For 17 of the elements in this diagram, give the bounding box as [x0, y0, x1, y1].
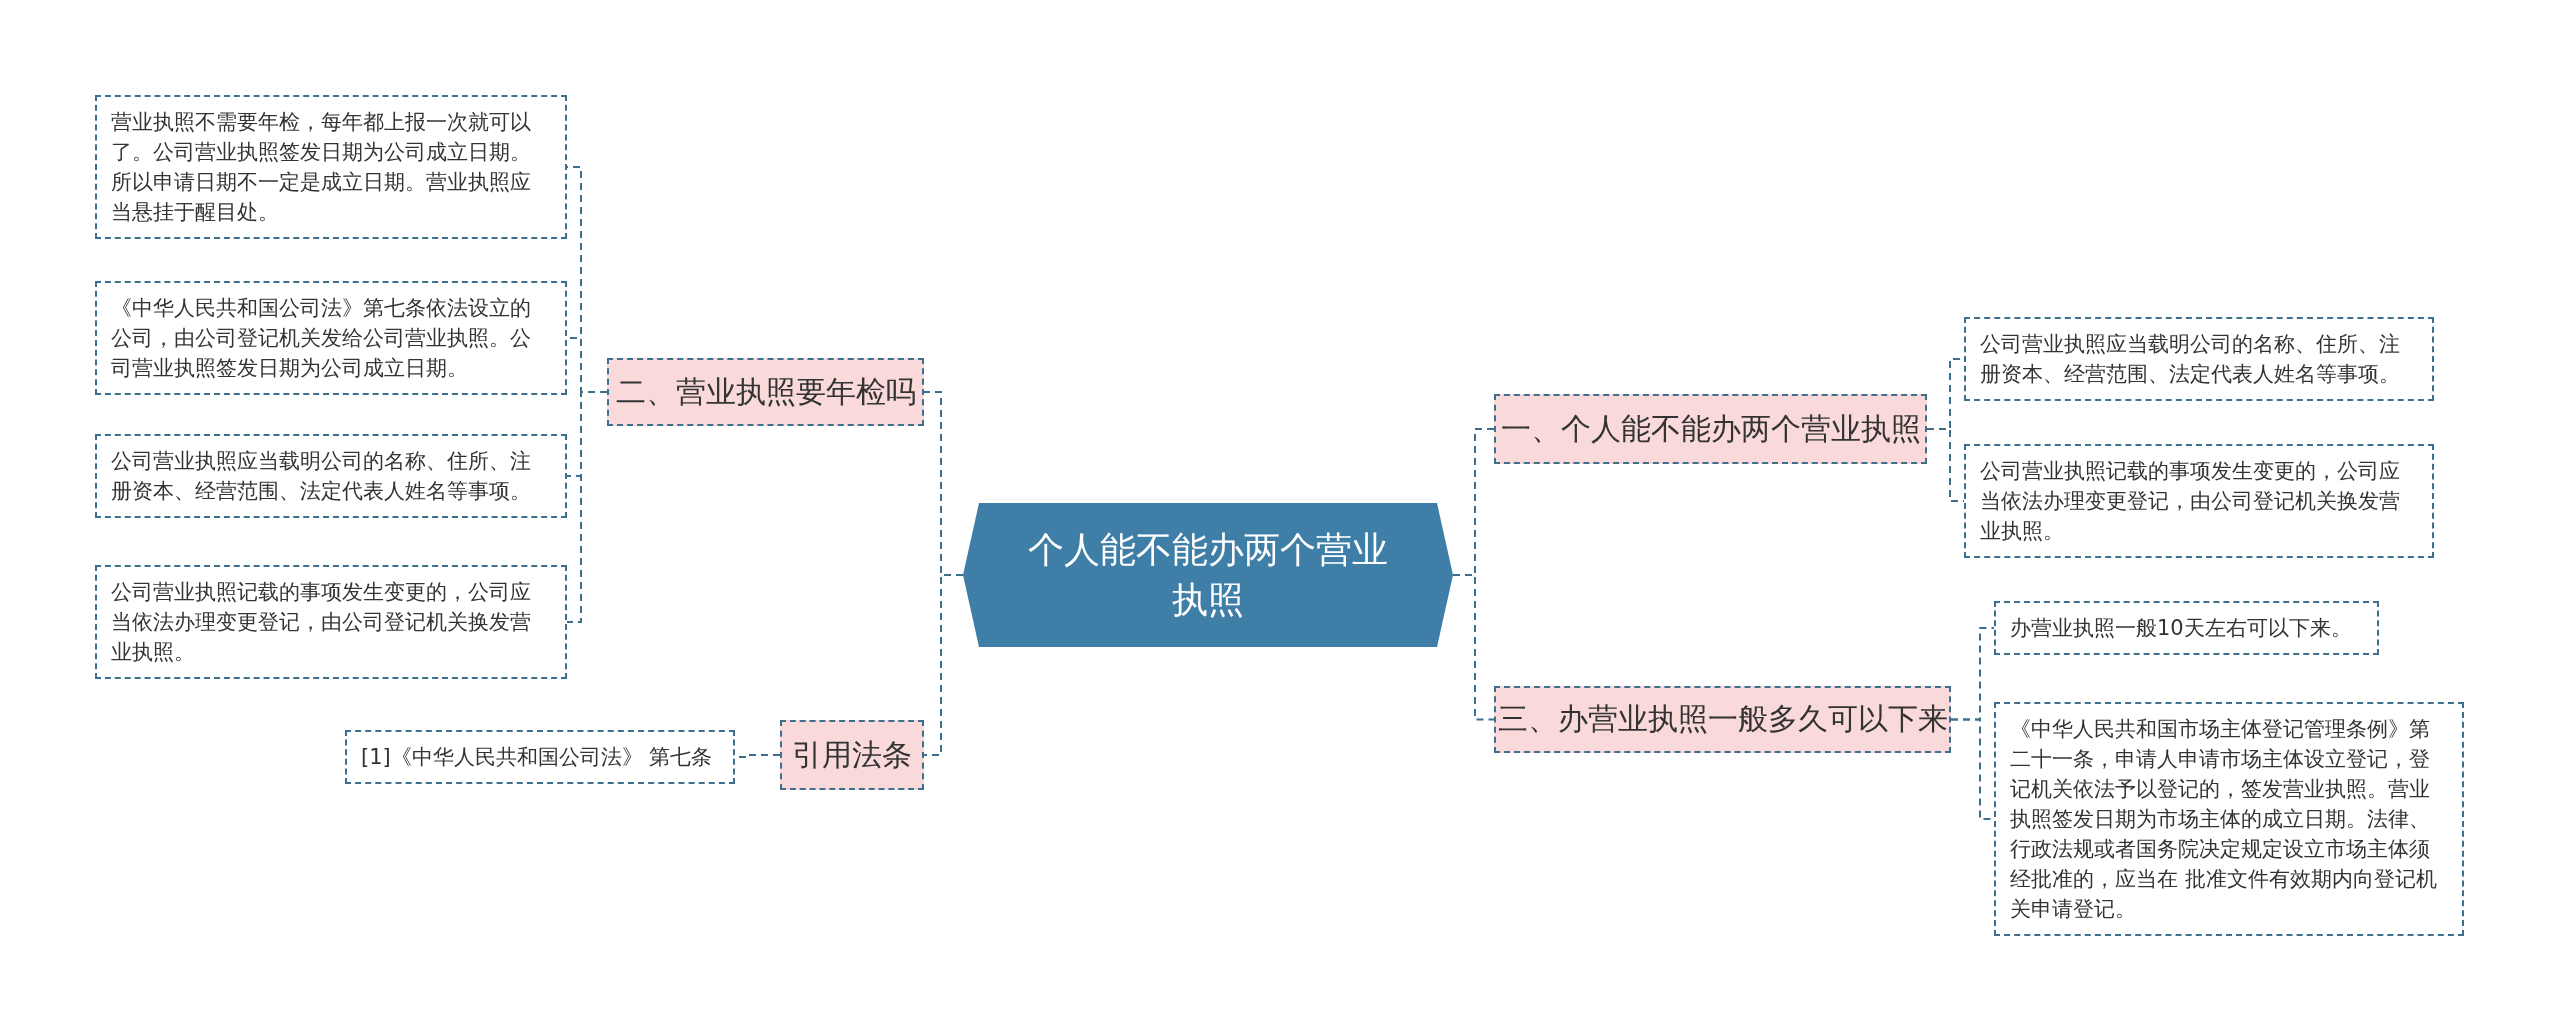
note-box: [1]《中华人民共和国公司法》 第七条 — [345, 730, 735, 784]
note-box: 公司营业执照应当载明公司的名称、住所、注册资本、经营范围、法定代表人姓名等事项。 — [1964, 317, 2434, 401]
note-box: 《中华人民共和国公司法》第七条依法设立的公司，由公司登记机关发给公司营业执照。公司营业执照签发日期为公司成立日期。 — [95, 281, 567, 395]
note-box: 公司营业执照记载的事项发生变更的，公司应当依法办理变更登记，由公司登记机关换发营业执照。 — [95, 565, 567, 679]
note-box: 营业执照不需要年检，每年都上报一次就可以了。公司营业执照签发日期为公司成立日期。所以申请日期不一定是成立日期。营业执照应当悬挂于醒目处。 — [95, 95, 567, 239]
note-box: 办营业执照一般10天左右可以下来。 — [1994, 601, 2379, 655]
subtopic-box: 二、营业执照要年检吗 — [607, 358, 924, 426]
topic-hexagon: 个人能不能办两个营业执照 — [963, 503, 1453, 647]
connector-line — [1452, 574, 1495, 721]
connector-line — [566, 391, 608, 623]
note-box: 公司营业执照应当载明公司的名称、住所、注册资本、经营范围、法定代表人姓名等事项。 — [95, 434, 567, 518]
connector-line — [923, 574, 964, 756]
subtopic-box: 一、个人能不能办两个营业执照 — [1494, 394, 1927, 464]
note-box: 《中华人民共和国市场主体登记管理条例》第二十一条，申请人申请市场主体设立登记，登记机关依法予以登记的，签发营业执照。营业执照签发日期为市场主体的成立日期。法律、行政法规或者国务院决定规定设立市场主体须经批准的，应当在 批准文件有效期内向登记机关申请登记。 — [1994, 702, 2464, 936]
subtopic-box: 三、办营业执照一般多久可以下来 — [1494, 686, 1951, 753]
subtopic-box: 引用法条 — [780, 720, 924, 790]
note-box: 公司营业执照记载的事项发生变更的，公司应当依法办理变更登记，由公司登记机关换发营业执照。 — [1964, 444, 2434, 558]
